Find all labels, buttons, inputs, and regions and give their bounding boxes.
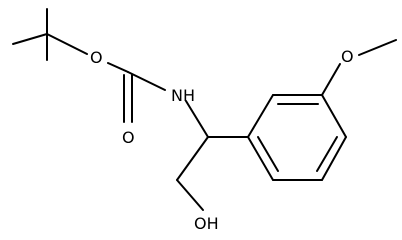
- methoxy-group: [321, 39, 397, 96]
- ring-bond-1: [247, 94, 274, 138]
- bond-methoxy-oxygen-to-methyl: [358, 39, 397, 56]
- benzene-ring: [247, 94, 347, 181]
- tert-butyl-group: [12, 8, 88, 61]
- ester-oxygen-label: O: [90, 48, 103, 67]
- bond-ch2-to-hydroxyl: [176, 179, 204, 211]
- bond-ring-to-methoxy-oxygen: [321, 63, 341, 96]
- methoxy-oxygen-label: O: [341, 47, 354, 66]
- carbamate-group: [107, 62, 166, 123]
- bond-carbonyl-to-nitrogen: [127, 71, 166, 91]
- ring-inner-bond-right: [316, 136, 338, 172]
- ring-bond-3: [321, 94, 347, 138]
- carbonyl-oxygen-label: O: [122, 128, 135, 147]
- bond-tbu-methyl-left: [12, 33, 48, 45]
- hydroxyl-label: OH: [194, 214, 219, 233]
- ethanolamine-backbone: [176, 100, 249, 211]
- ring-inner-bond-left: [257, 136, 279, 172]
- amine-label: NH: [171, 86, 195, 105]
- bond-ester-oxygen-to-carbonyl: [107, 62, 129, 73]
- bond-nitrogen-to-ch: [185, 100, 209, 138]
- bond-tbu-to-ester-oxygen: [46, 33, 88, 55]
- ring-bond-6: [247, 136, 274, 181]
- bond-ch-to-ch2: [176, 136, 209, 181]
- ring-bond-4: [321, 136, 347, 181]
